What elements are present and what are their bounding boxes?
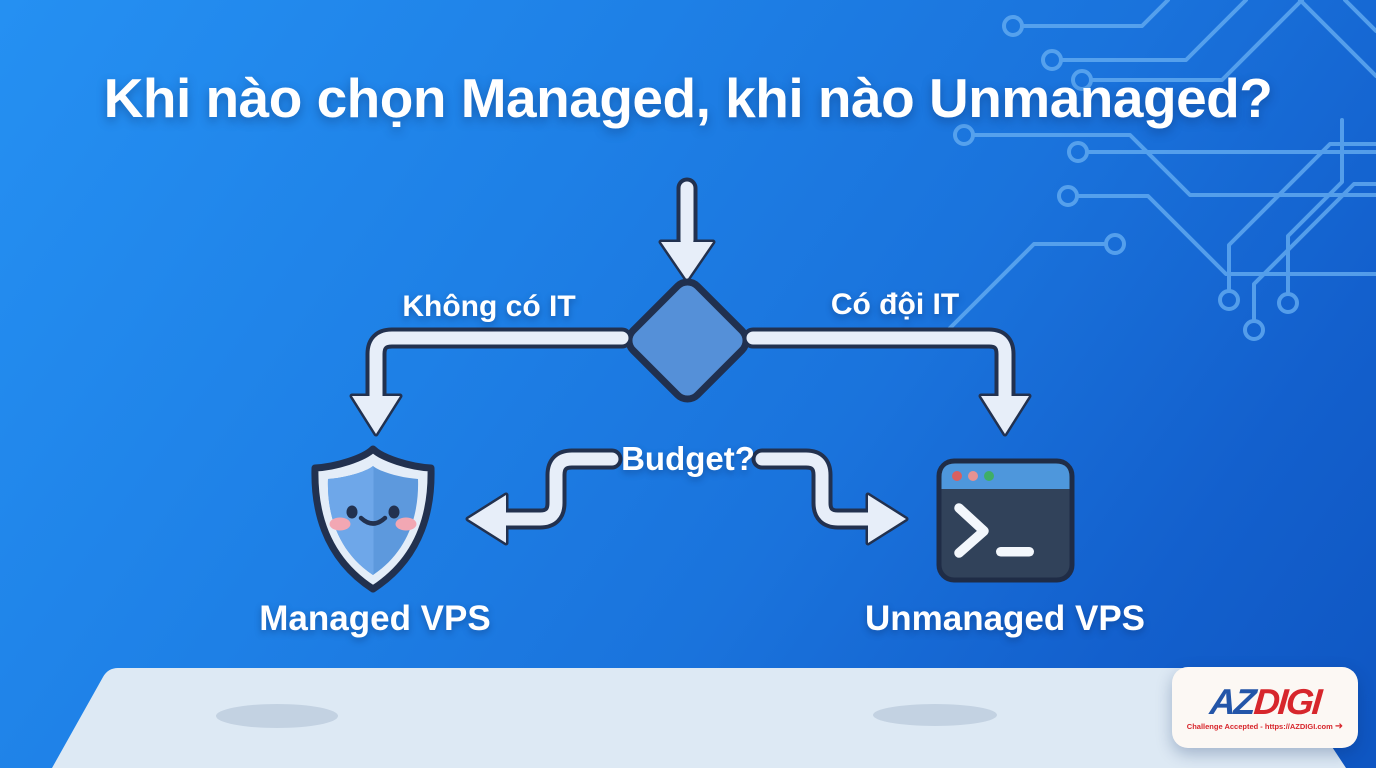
window-dot-green <box>984 471 994 481</box>
terminal-underscore <box>996 547 1034 557</box>
shield-face-icon <box>311 445 435 593</box>
shield-inner-highlight <box>327 466 374 575</box>
left-branch-label: Không có IT <box>402 290 576 323</box>
terminal-window-icon <box>936 458 1075 583</box>
terminal-chevron <box>954 503 989 558</box>
azdigi-logo-card: AZDIGI Challenge Accepted - https://AZDI… <box>1172 667 1358 748</box>
left-branch-arrow <box>349 327 633 437</box>
budget-right-arrow <box>751 448 909 546</box>
page-title: Khi nào chọn Managed, khi nào Unmanaged? <box>103 67 1273 129</box>
tagline-arrow-icon: ➜ <box>1334 720 1344 732</box>
right-branch-label: Có đội IT <box>830 288 960 321</box>
decision-diamond-icon <box>625 278 750 403</box>
surface-shadow-left <box>216 704 338 728</box>
shield-blush-left <box>329 517 351 531</box>
shield-eye-right <box>388 505 400 519</box>
top-down-arrow <box>658 177 716 283</box>
terminal-header <box>941 463 1070 489</box>
window-dot-pink <box>968 471 978 481</box>
circuit-pattern-icon <box>944 0 1376 341</box>
managed-vps-label: Managed VPS <box>259 599 491 638</box>
surface-shadow-right <box>873 704 997 726</box>
terminal-body <box>936 458 1075 583</box>
desk-surface <box>52 668 1346 768</box>
logo-tagline-text: Challenge Accepted - https://AZDIGI.com <box>1186 722 1333 731</box>
shield-eye-left <box>346 505 358 519</box>
right-branch-arrow <box>742 327 1032 437</box>
logo-digi-text: DIGI <box>1252 680 1322 722</box>
unmanaged-vps-label: Unmanaged VPS <box>864 599 1146 638</box>
logo-az-text: AZ <box>1208 680 1256 722</box>
shield-blush-right <box>395 517 417 531</box>
azdigi-logo: AZDIGI <box>1208 680 1322 722</box>
budget-left-arrow <box>465 448 623 546</box>
logo-tagline: Challenge Accepted - https://AZDIGI.com … <box>1186 720 1344 732</box>
budget-label: Budget? <box>621 440 755 477</box>
window-dot-red <box>952 471 962 481</box>
shield-smile <box>358 515 388 526</box>
